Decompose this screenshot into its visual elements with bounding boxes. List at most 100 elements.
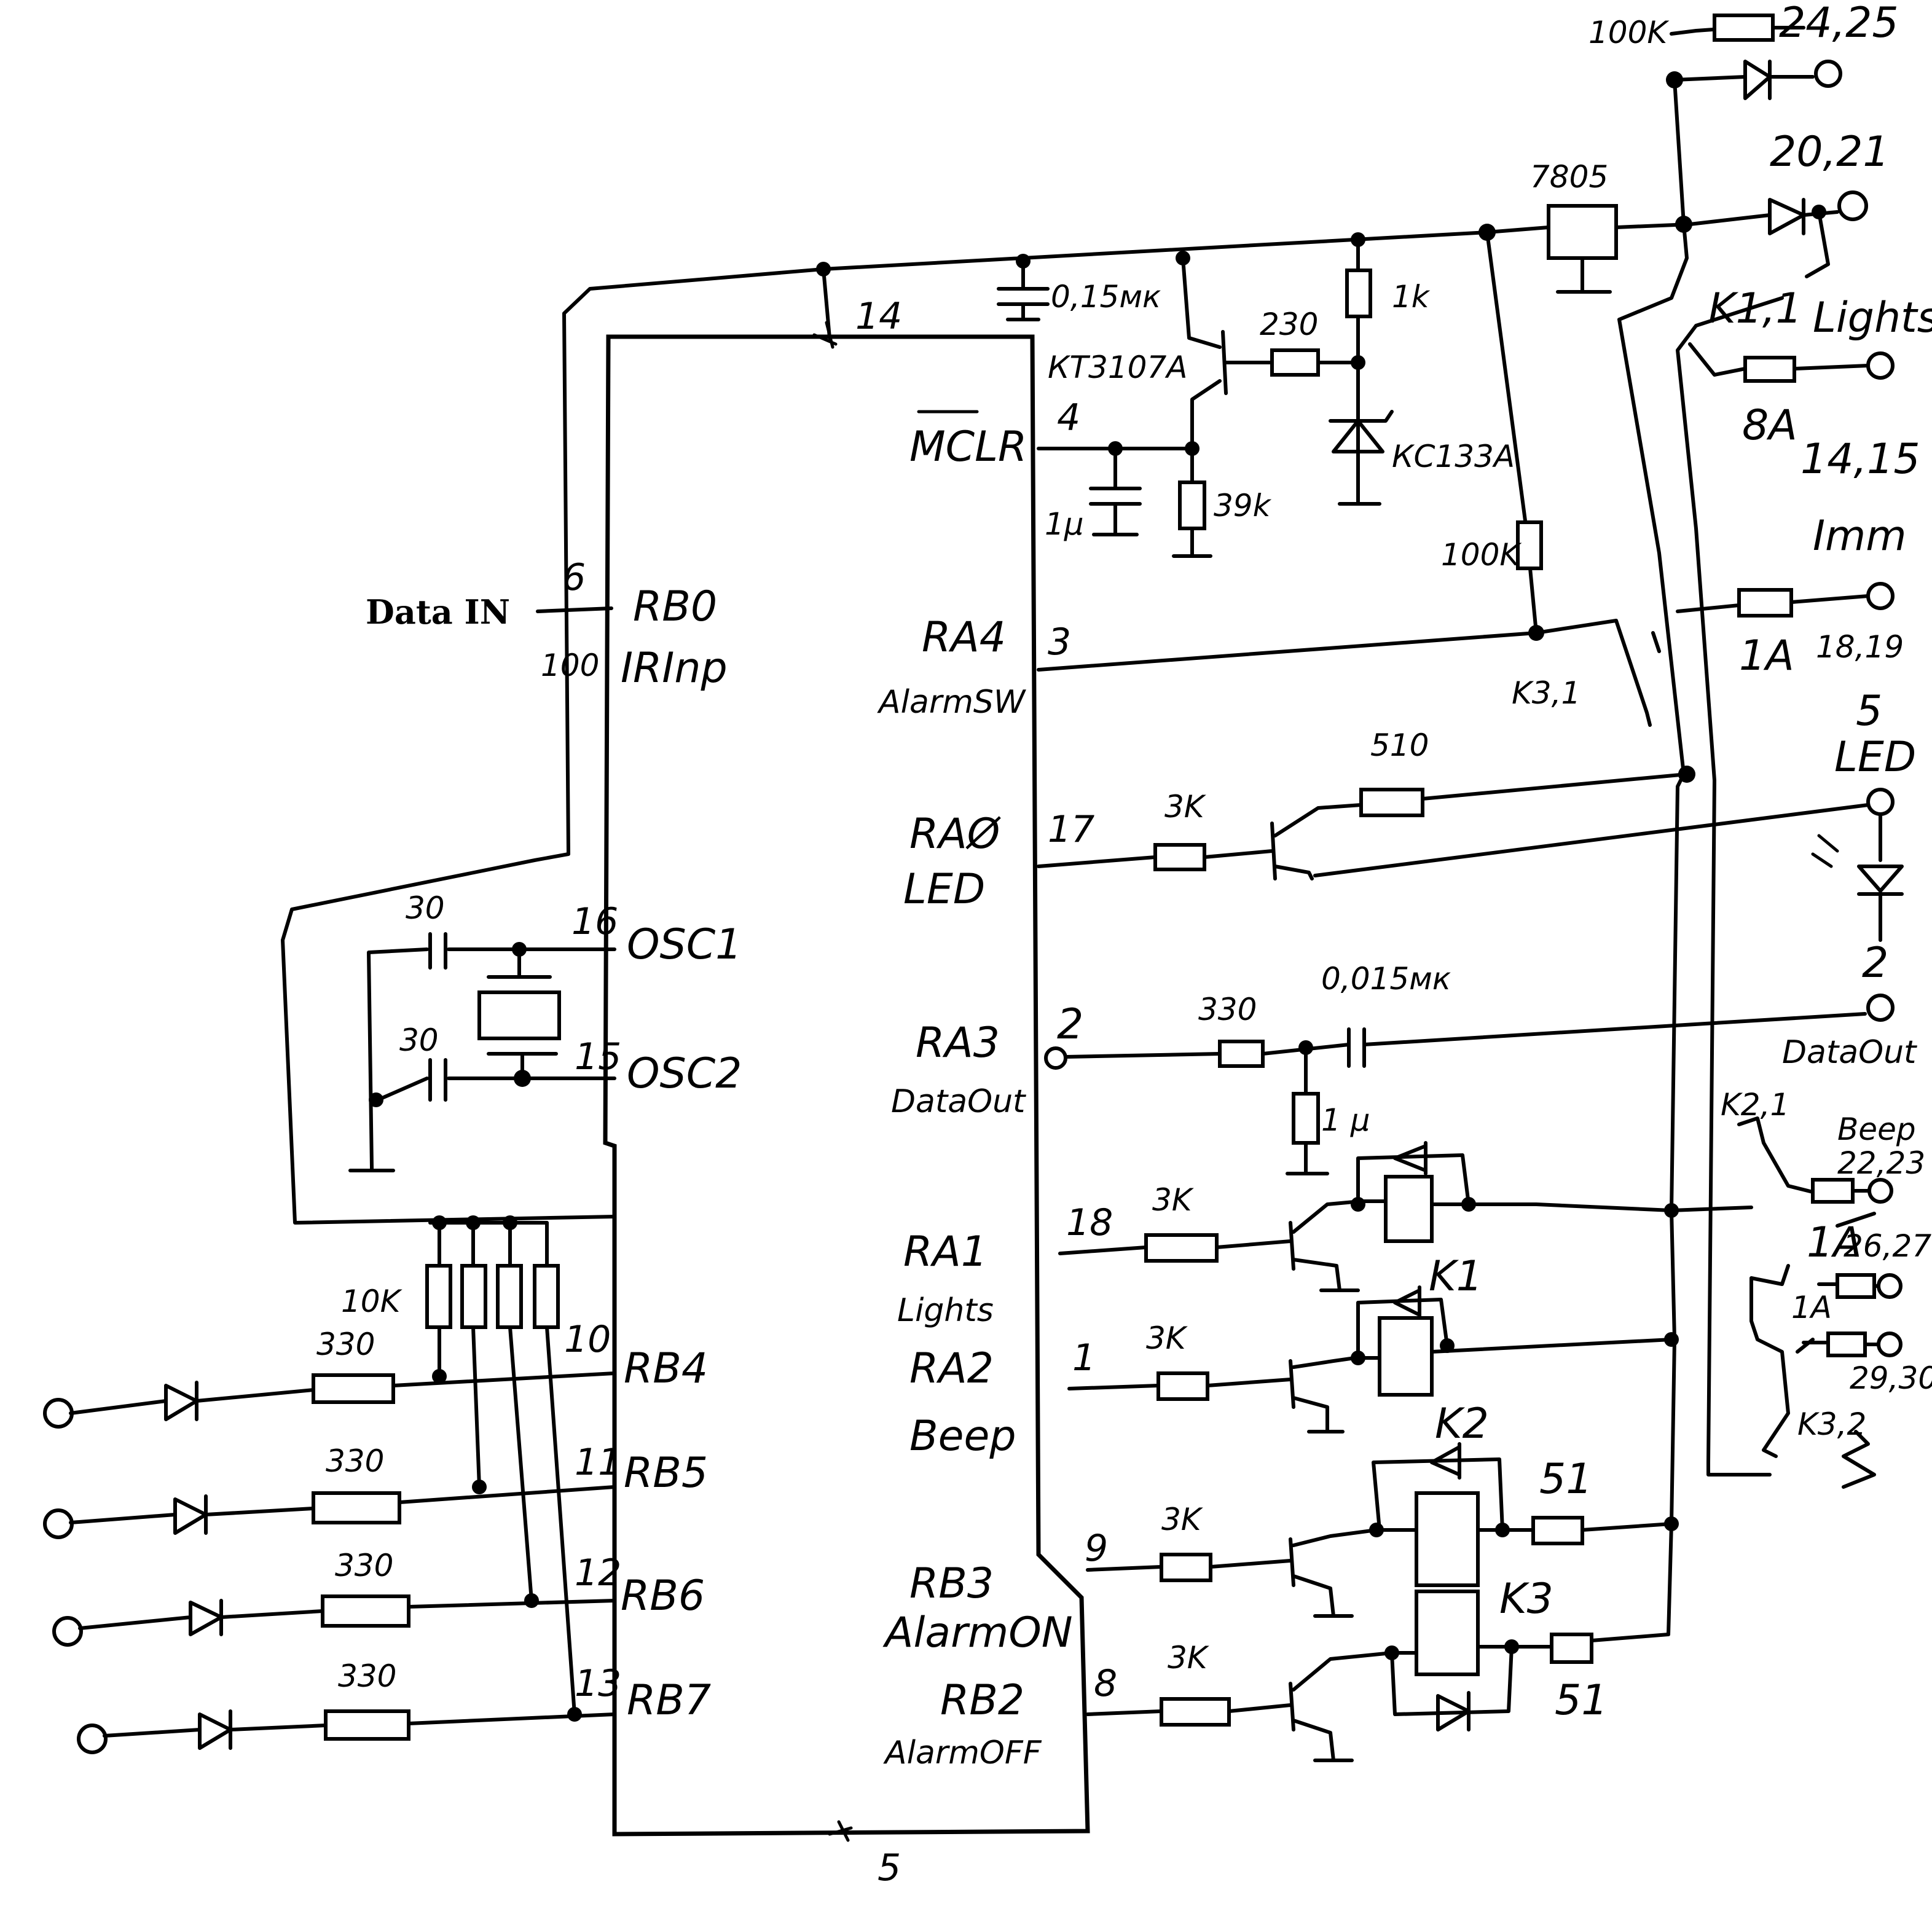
zener-kc133a — [1329, 410, 1394, 453]
imm-label: Imm — [1813, 512, 1907, 560]
pin-num-13: 13 — [575, 1662, 621, 1705]
ra1-driver — [1058, 1141, 1753, 1292]
connector-24-25: 24,25 — [1779, 0, 1899, 47]
res-51-b-label: 51 — [1555, 1676, 1608, 1725]
res-330-data-label: 330 — [1198, 992, 1257, 1027]
cap-osc2-label: 30 — [399, 1022, 439, 1058]
relay-k2-label: K2 — [1435, 1400, 1489, 1448]
pin-name-ra1: RA1 — [903, 1228, 988, 1276]
res-100k-top-label: 100K — [1588, 15, 1670, 50]
pin-num-9: 9 — [1085, 1527, 1108, 1570]
data-pin-label: 2 — [1862, 939, 1888, 987]
res-330-rb7-label: 330 — [338, 1658, 396, 1694]
pin-name-osc1: OSC1 — [627, 920, 742, 969]
dataout-line — [1044, 994, 1895, 1175]
pin-num-10: 10 — [564, 1318, 611, 1361]
cap-data-gnd-label: 1 µ — [1321, 1102, 1370, 1138]
res-51-a-label: 51 — [1539, 1455, 1593, 1504]
res-1k-label: 1k — [1392, 279, 1431, 315]
k32-label: K3,2 — [1797, 1406, 1866, 1442]
rb4-input — [43, 1371, 616, 1429]
pin-num-12: 12 — [575, 1551, 621, 1594]
cap-supply — [997, 259, 1050, 321]
pin-name-rb0: RB0 — [633, 582, 717, 631]
res-3k-rb2-label: 3K — [1168, 1640, 1210, 1676]
pin-num-1: 1 — [1072, 1336, 1096, 1379]
pin-name-rb4: RB4 — [624, 1344, 708, 1393]
fuse-8a-label: 8A — [1742, 401, 1797, 450]
k11-label: K1,1 — [1708, 284, 1802, 333]
cap-data-label: 0,015мк — [1321, 961, 1451, 997]
pin-sub-ra2: Beep — [909, 1412, 1016, 1461]
pin-num-17: 17 — [1048, 808, 1094, 851]
pin-sub-rb0: IRInp — [621, 644, 728, 692]
regulator-label: 7805 — [1530, 159, 1608, 195]
pin-num-18: 18 — [1066, 1201, 1113, 1244]
pin5-mark — [828, 1820, 853, 1842]
res-330-rb5-label: 330 — [326, 1443, 384, 1479]
mclr-network — [1037, 441, 1212, 558]
pin-num-11: 11 — [575, 1441, 621, 1484]
beep-pins-label: 22,23 — [1837, 1145, 1925, 1181]
pin-num-8: 8 — [1094, 1662, 1117, 1705]
res-39k-label: 39k — [1214, 488, 1272, 524]
pin-num-3: 3 — [1048, 621, 1071, 664]
relay-k1-label: K1 — [1429, 1252, 1483, 1301]
k21-label: K2,1 — [1721, 1087, 1789, 1123]
pins-2627-label: 26,27 — [1844, 1228, 1931, 1264]
dataout-label: DataOut — [1782, 1034, 1917, 1071]
right-bus — [1617, 78, 1784, 1636]
pin-name-ra2: RA2 — [909, 1344, 994, 1393]
top-connector — [1666, 14, 1842, 100]
pin-name-osc2: OSC2 — [627, 1049, 742, 1098]
oscillator — [348, 932, 616, 1172]
pin-name-rb6: RB6 — [621, 1572, 705, 1620]
pin-num-15: 15 — [575, 1035, 621, 1078]
res-230 — [1270, 348, 1363, 377]
pin-num-16: 16 — [571, 900, 618, 943]
fuse-1a-label-a: 1A — [1739, 632, 1794, 680]
pins-2930-label: 29,30 — [1850, 1360, 1932, 1396]
data-in-label: Data IN — [366, 592, 510, 632]
beep-label: Beep — [1837, 1112, 1916, 1147]
lower-right-outputs — [1737, 1116, 1903, 1489]
cap-supply-label: 0,15мк — [1051, 279, 1161, 315]
pin-name-rb5: RB5 — [624, 1449, 708, 1497]
pin-name-mclr: MCLR — [909, 423, 1027, 471]
power-input — [1688, 190, 1868, 278]
fuse-1a-label-c: 1A — [1791, 1290, 1832, 1325]
transistor-kt3107a — [1181, 256, 1274, 450]
regulator-7805 — [1485, 204, 1692, 294]
cap-osc1-label: 30 — [406, 890, 445, 926]
keypad-pullups — [425, 1215, 582, 1722]
led-driver — [1037, 772, 1904, 942]
res-100k-ra4-label: 100K — [1441, 537, 1522, 573]
rb3-driver — [1086, 1442, 1673, 1618]
res-1k — [1338, 238, 1381, 506]
res-330-rb6-label: 330 — [335, 1548, 393, 1583]
res-3k-ra2-label: 3K — [1146, 1320, 1188, 1356]
pin-name-ra3: RA3 — [916, 1019, 1000, 1067]
fuse-1a-label-b: 1A — [1807, 1218, 1862, 1267]
ra2-driver — [1067, 1285, 1673, 1433]
ra4-line — [1037, 603, 1741, 727]
transistor-label: КТ3107А — [1048, 350, 1188, 385]
pin-sub-ra1: Lights — [897, 1292, 994, 1329]
pin-num-4: 4 — [1057, 396, 1080, 439]
pin-name-ra0: RAØ — [909, 810, 1002, 858]
res-3k-led-label: 3K — [1164, 789, 1207, 825]
led-pin-label: 5 — [1856, 687, 1882, 735]
relay-k3-label: K3 — [1499, 1575, 1553, 1623]
imm-pins-label: 18,19 — [1816, 629, 1904, 665]
rb6-input — [52, 1594, 616, 1647]
lights-pins-label: 14,15 — [1800, 435, 1920, 484]
k31-label: K3,1 — [1512, 675, 1581, 711]
pin-sub-ra4: AlarmSW — [877, 684, 1027, 721]
pin-name-rb2: RB2 — [940, 1676, 1024, 1725]
pin-name-rb7: RB7 — [627, 1676, 711, 1725]
connector-20-21: 20,21 — [1770, 128, 1890, 176]
pin-sub-ra3: DataOut — [891, 1083, 1026, 1120]
lights-label: Lights — [1813, 294, 1932, 342]
pin-num-2: 2 — [1057, 1000, 1083, 1049]
